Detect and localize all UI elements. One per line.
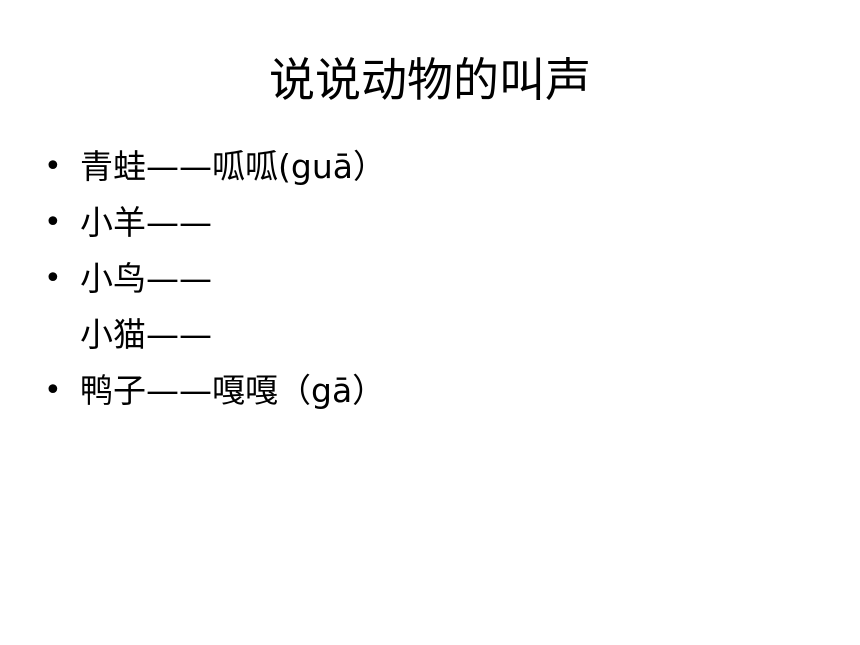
bullet-list: • 青蛙——呱呱(guā） • 小羊—— • 小鸟—— 小猫—— • 鸭子——嘎… — [44, 139, 824, 419]
list-item: • 小羊—— — [44, 195, 824, 251]
list-item-text: 小羊—— — [80, 203, 212, 242]
bullet-icon: • — [44, 205, 62, 240]
list-item: 小猫—— — [44, 307, 824, 363]
list-item: • 小鸟—— — [44, 251, 824, 307]
list-item: • 鸭子——嘎嘎（gā） — [44, 363, 824, 419]
bullet-icon: • — [44, 373, 62, 408]
list-item-text: 青蛙——呱呱(guā） — [80, 147, 386, 186]
list-item-text: 小鸟—— — [80, 259, 212, 298]
bullet-icon: • — [44, 261, 62, 296]
bullet-icon: • — [44, 149, 62, 184]
slide-title: 说说动物的叫声 — [269, 53, 591, 107]
list-item-text: 小猫—— — [80, 315, 212, 354]
list-item-text: 鸭子——嘎嘎（gā） — [80, 371, 386, 410]
list-item: • 青蛙——呱呱(guā） — [44, 139, 824, 195]
